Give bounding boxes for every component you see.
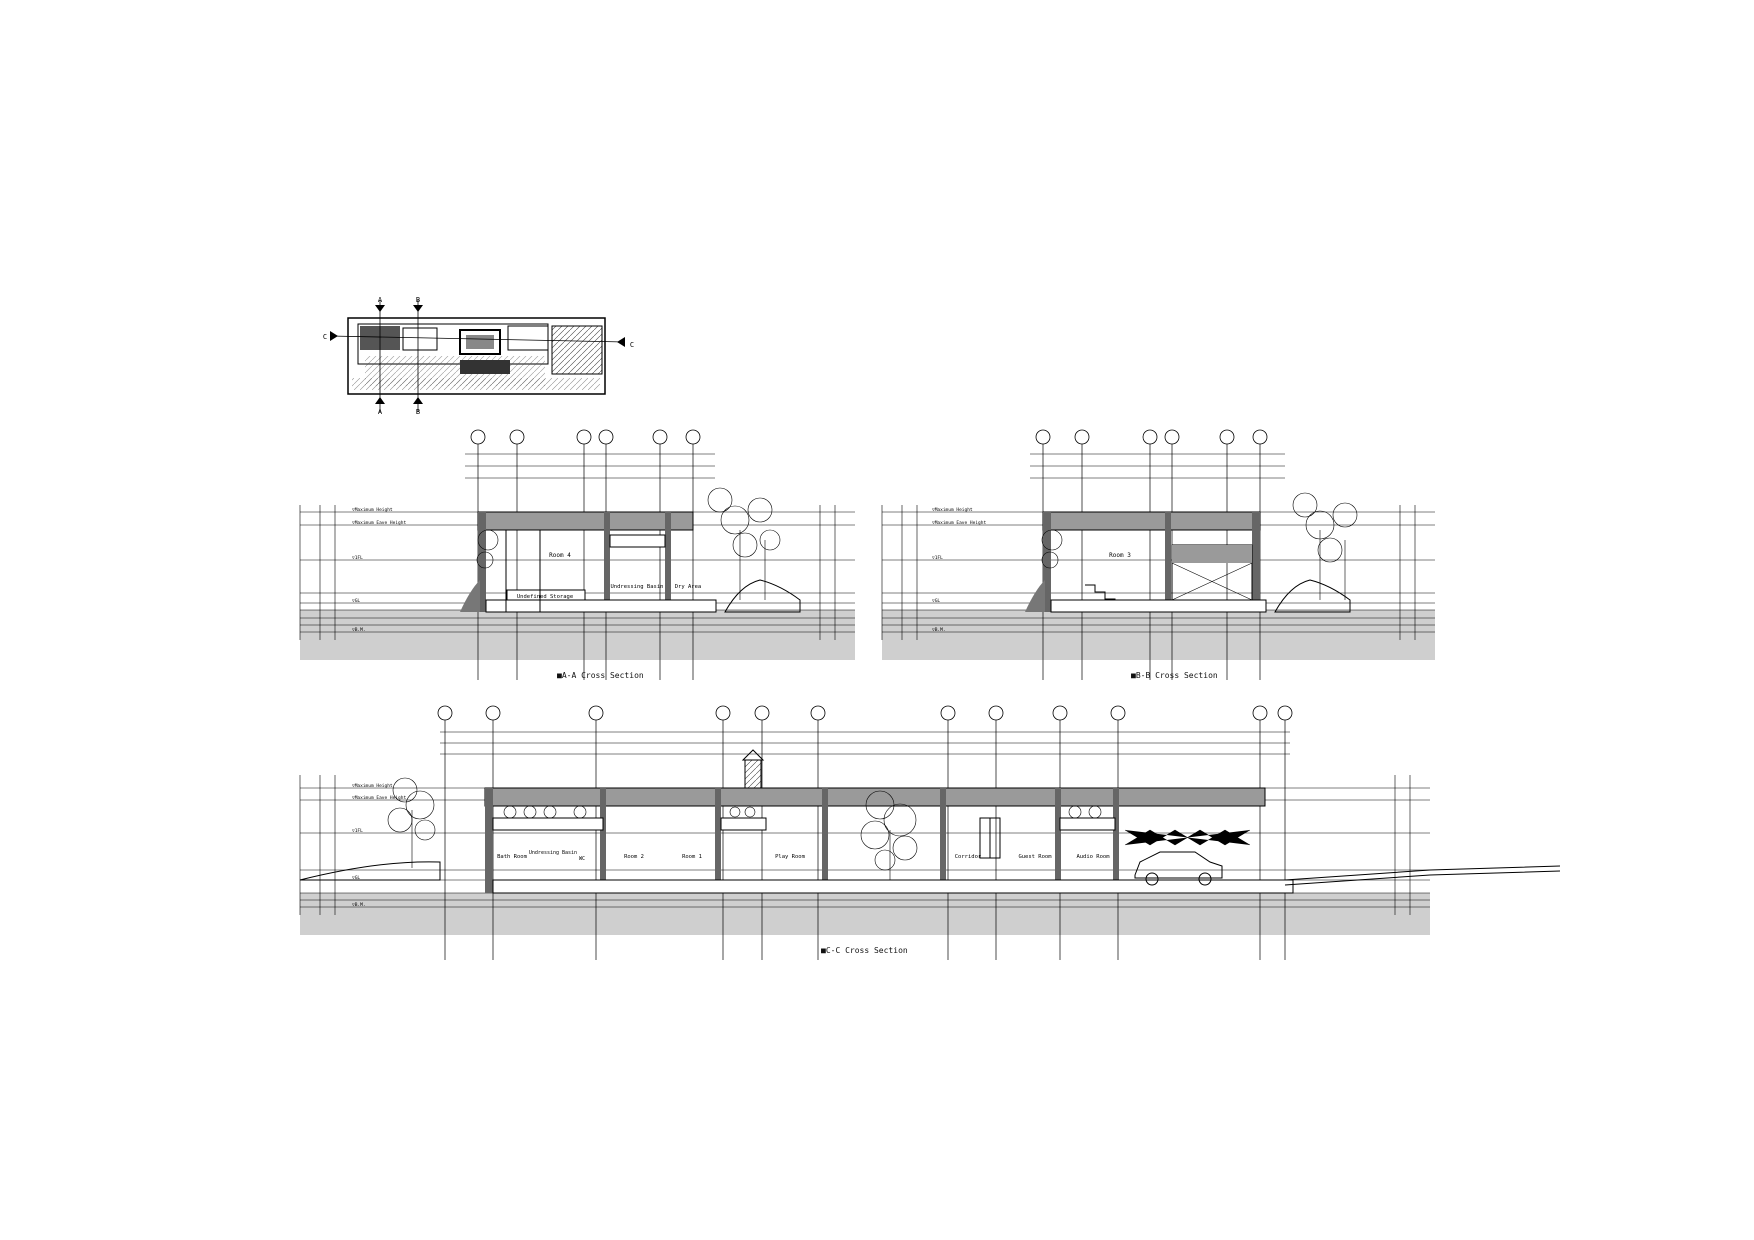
section-cc-drawing [299,705,1561,960]
cc-level-eave-height: ▽Maximum Eave Height [352,795,406,801]
aa-level-gl: ▽GL [352,598,360,604]
key-marker-a-top: A [378,296,383,304]
bb-level-eave-height: ▽Maximum Eave Height [932,520,986,526]
room-3-label: Room 3 [1109,552,1131,559]
section-aa-drawing [299,429,855,680]
key-marker-c-left: C [323,333,327,341]
dry-area-label: Dry Area [675,584,702,590]
key-marker-b-top: B [416,296,420,304]
key-marker-a-bottom: A [378,408,383,416]
room-1-label: Room 1 [682,854,702,860]
cc-level-max-height: ▽Maximum Height [352,783,393,789]
cc-undressing-basin-label: Undressing Basin [529,850,577,856]
section-bb-caption: ■B-B Cross Section [1131,671,1218,680]
section-bb-levels: ▽Maximum Height ▽Maximum Eave Height ▽1F… [932,507,986,633]
cc-level-bm: ▽B.M. [352,902,366,908]
wc-label: WC [579,856,585,862]
cc-level-gl: ▽GL [352,875,360,881]
section-aa-caption: ■A-A Cross Section [557,671,644,680]
aa-level-bm: ▽B.M. [352,627,366,633]
section-bb-rooms: Room 3 [1109,552,1131,559]
guest-room-label: Guest Room [1018,854,1052,860]
section-bb-drawing [881,429,1435,680]
cc-level-1fl: ▽1FL [352,828,363,834]
bb-level-max-height: ▽Maximum Height [932,507,973,513]
aa-level-1fl: ▽1FL [352,555,363,561]
bb-level-gl: ▽GL [932,598,940,604]
play-room-label: Play Room [775,854,805,860]
section-cc-caption: ■C-C Cross Section [821,946,908,955]
section-cc-rooms: Bath Room Undressing Basin WC Room 2 Roo… [497,850,1110,862]
section-aa-rooms: Room 4 Undefined Storage Undressing Basi… [517,552,701,600]
bb-level-bm: ▽B.M. [932,627,946,633]
aa-level-max-height: ▽Maximum Height [352,507,393,513]
section-aa-levels: ▽Maximum Height ▽Maximum Eave Height ▽1F… [352,507,406,633]
undefined-storage-label: Undefined Storage [517,594,573,600]
key-marker-c-right: C [630,341,634,349]
room-2-label: Room 2 [624,854,644,860]
bath-room-label: Bath Room [497,854,527,860]
bb-level-1fl: ▽1FL [932,555,943,561]
undressing-basin-label: Undressing Basin [611,584,664,590]
aa-level-eave-height: ▽Maximum Eave Height [352,520,406,526]
audio-room-label: Audio Room [1076,854,1110,860]
corridor-label: Corridor [955,854,982,860]
key-plan [329,300,626,412]
room-4-label: Room 4 [549,552,571,559]
section-cc-levels: ▽Maximum Height ▽Maximum Eave Height ▽1F… [352,783,406,908]
key-marker-b-bottom: B [416,408,420,416]
